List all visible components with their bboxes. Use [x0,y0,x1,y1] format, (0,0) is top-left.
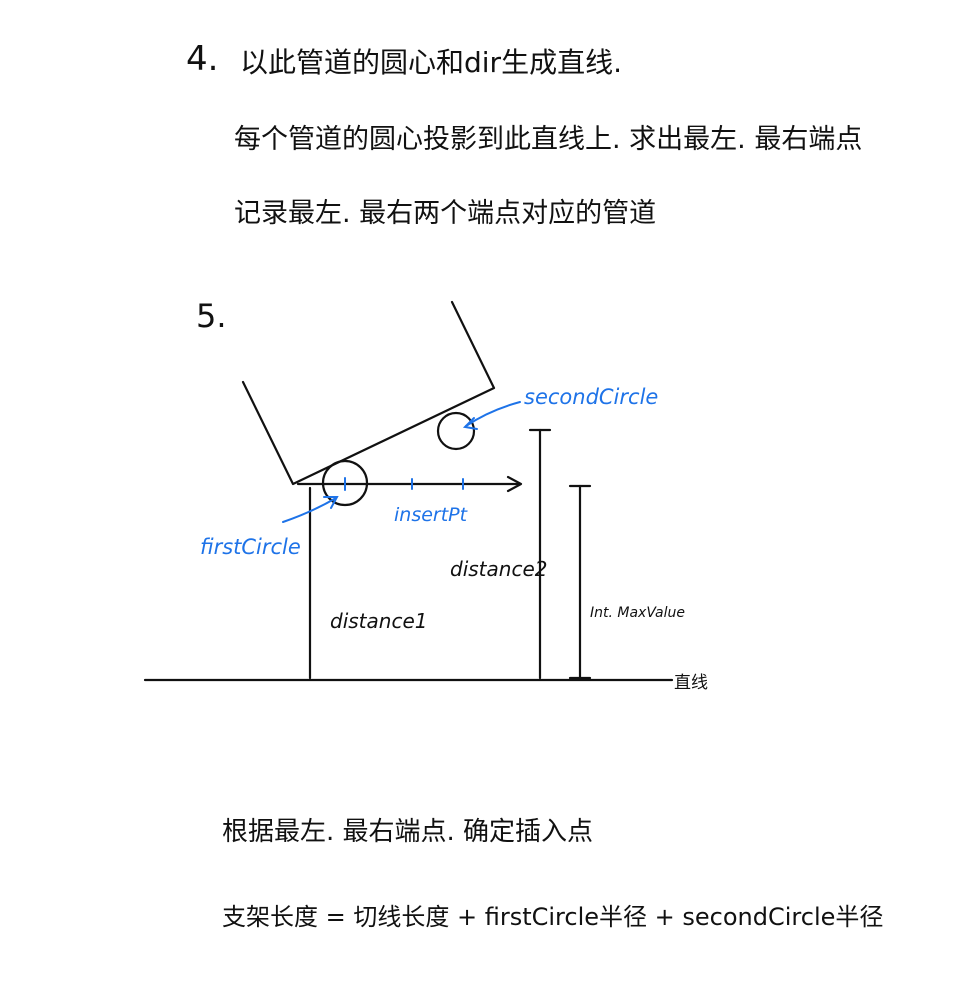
insert-pt-label: insertPt [394,504,469,526]
step4-number: 4. [186,39,218,79]
step4-line3: 记录最左. 最右两个端点对应的管道 [234,198,656,229]
step4-line2: 每个管道的圆心投影到此直线上. 求出最左. 最右端点 [234,124,862,155]
second-circle-pointer [465,401,521,427]
conclusion-line1: 根据最左. 最右端点. 确定插入点 [222,817,593,847]
first-circle-label: firstCircle [200,535,301,559]
base-line-label: 直线 [674,673,708,693]
projection-arrowhead [506,475,523,493]
first-circle-pointer-head [323,496,339,509]
distance1-label: distance1 [330,609,427,633]
step5-number: 5. [196,297,227,335]
second-circle-shape [436,411,476,451]
tilted-block-outline [241,300,496,486]
second-circle-pointer-head [462,417,478,430]
first-circle-pointer [282,497,337,523]
step4-line1: 以此管道的圆心和dir生成直线. [240,46,622,79]
distance2-label: distance2 [450,557,547,581]
max-value-label: Int. MaxValue [590,605,685,621]
conclusion-line2: 支架长度 = 切线长度 + firstCircle半径 + secondCirc… [222,903,883,931]
second-circle-label: secondCircle [524,385,658,409]
